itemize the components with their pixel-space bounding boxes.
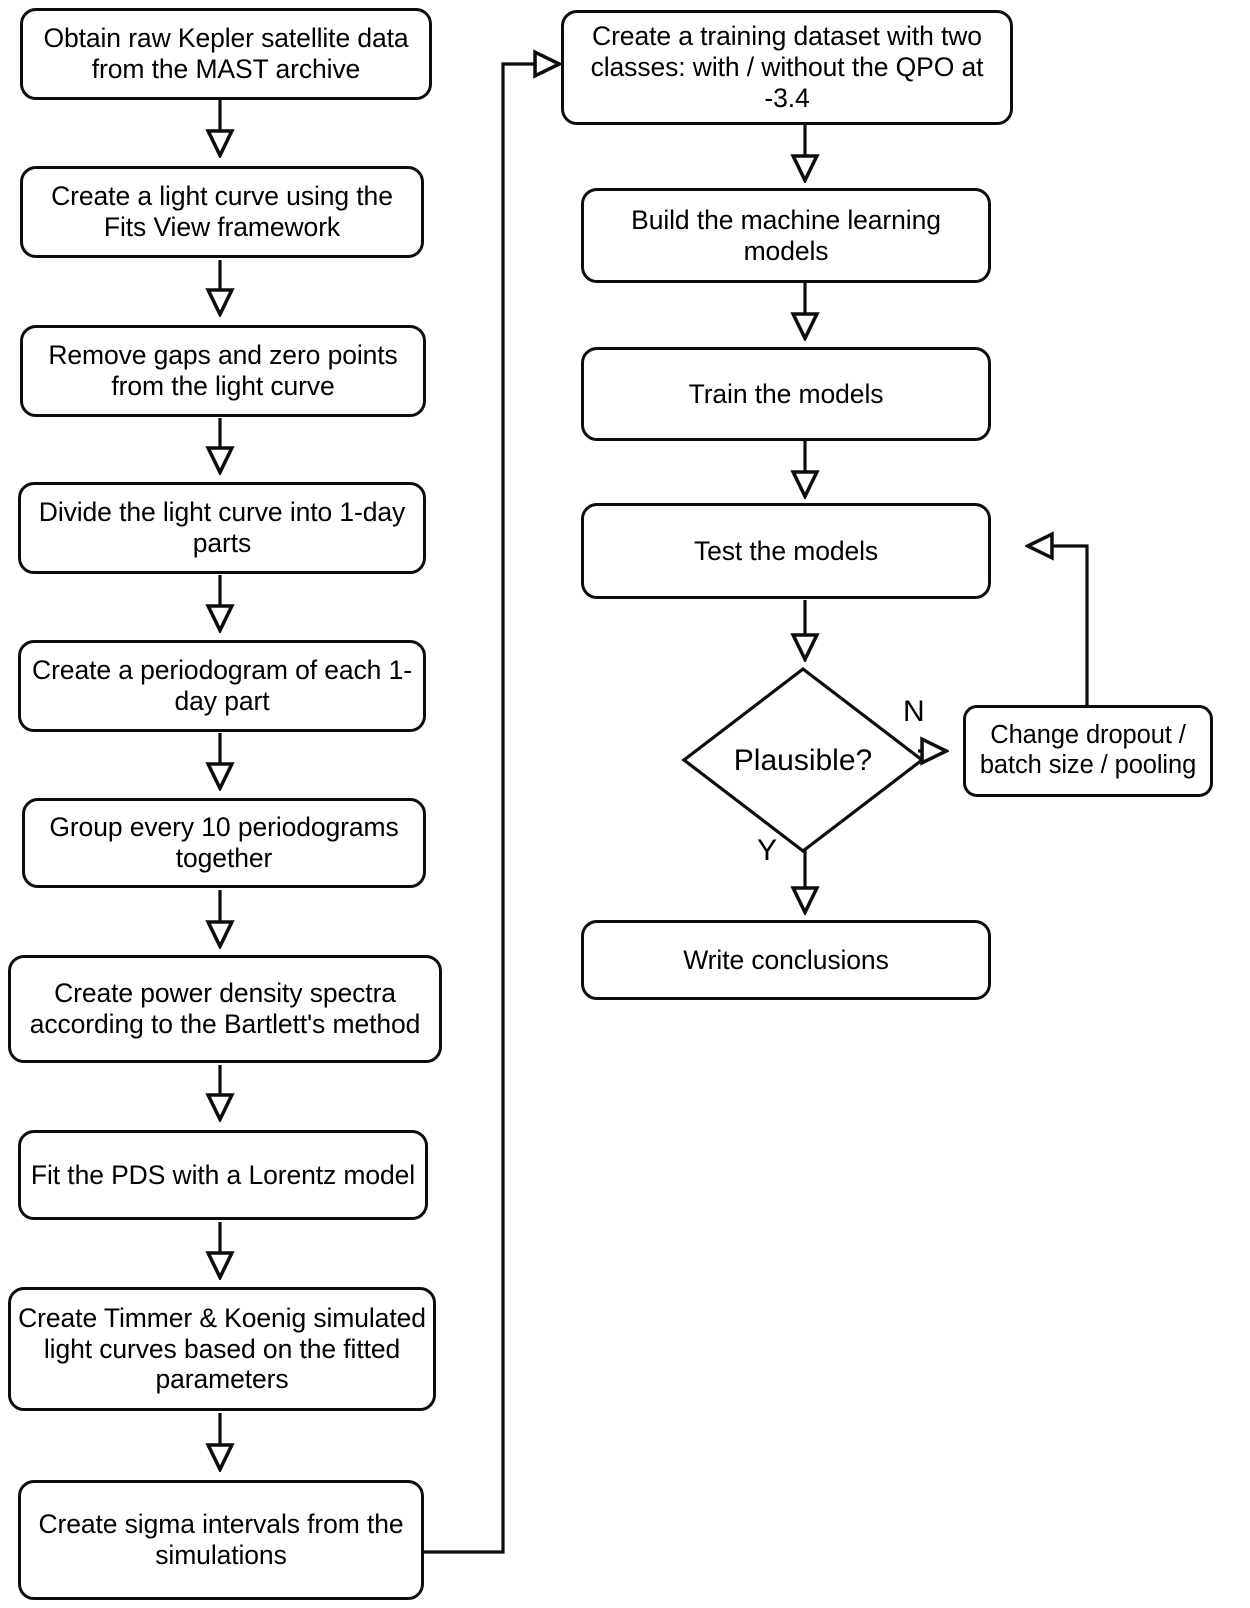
edge-change-to-test-feedback <box>1027 546 1089 705</box>
node-plausible-label: Plausible? <box>733 743 873 777</box>
node-periodogram[interactable]: Create a periodogram of each 1-day part <box>18 640 426 732</box>
node-light-curve-label: Create a light curve using the Fits View… <box>51 181 393 242</box>
node-sigma-intervals-label: Create sigma intervals from the simulati… <box>38 1509 404 1570</box>
node-remove-gaps-label: Remove gaps and zero points from the lig… <box>48 340 398 401</box>
node-power-density[interactable]: Create power density spectra according t… <box>8 955 442 1063</box>
node-group-periodograms-label: Group every 10 periodograms together <box>49 812 399 873</box>
edge-label-yes: Y <box>757 834 778 867</box>
node-obtain-data-label: Obtain raw Kepler satellite data from th… <box>43 23 409 84</box>
diamond-shape <box>681 666 925 854</box>
node-train-models[interactable]: Train the models <box>581 347 991 441</box>
node-plausible-decision[interactable]: Plausible? <box>680 665 926 855</box>
node-power-density-label: Create power density spectra according t… <box>29 978 421 1039</box>
node-timmer-koenig[interactable]: Create Timmer & Koenig simulated light c… <box>8 1287 436 1411</box>
node-change-params[interactable]: Change dropout / batch size / pooling <box>963 705 1213 797</box>
node-test-models-label: Test the models <box>693 535 879 566</box>
node-group-periodograms[interactable]: Group every 10 periodograms together <box>22 798 426 888</box>
edge-label-no: N <box>903 695 925 728</box>
node-divide-curve[interactable]: Divide the light curve into 1-day parts <box>18 482 426 574</box>
node-fit-pds[interactable]: Fit the PDS with a Lorentz model <box>18 1130 428 1220</box>
node-obtain-data[interactable]: Obtain raw Kepler satellite data from th… <box>20 8 432 100</box>
node-change-params-label: Change dropout / batch size / pooling <box>979 721 1197 779</box>
edge-sigma-to-training <box>423 64 560 1554</box>
node-build-models-label: Build the machine learning models <box>631 204 941 266</box>
node-training-dataset[interactable]: Create a training dataset with two class… <box>561 10 1013 125</box>
node-fit-pds-label: Fit the PDS with a Lorentz model <box>30 1159 416 1190</box>
node-timmer-koenig-label: Create Timmer & Koenig simulated light c… <box>18 1302 426 1395</box>
node-periodogram-label: Create a periodogram of each 1-day part <box>32 655 412 716</box>
node-light-curve[interactable]: Create a light curve using the Fits View… <box>20 166 424 258</box>
node-test-models[interactable]: Test the models <box>581 503 991 599</box>
node-training-dataset-label: Create a training dataset with two class… <box>590 21 984 113</box>
node-divide-curve-label: Divide the light curve into 1-day parts <box>38 497 406 558</box>
node-train-models-label: Train the models <box>688 378 884 409</box>
node-sigma-intervals[interactable]: Create sigma intervals from the simulati… <box>18 1480 424 1600</box>
node-remove-gaps[interactable]: Remove gaps and zero points from the lig… <box>20 325 426 417</box>
node-build-models[interactable]: Build the machine learning models <box>581 188 991 283</box>
node-write-conclusions-label: Write conclusions <box>683 944 889 975</box>
node-write-conclusions[interactable]: Write conclusions <box>581 920 991 1000</box>
